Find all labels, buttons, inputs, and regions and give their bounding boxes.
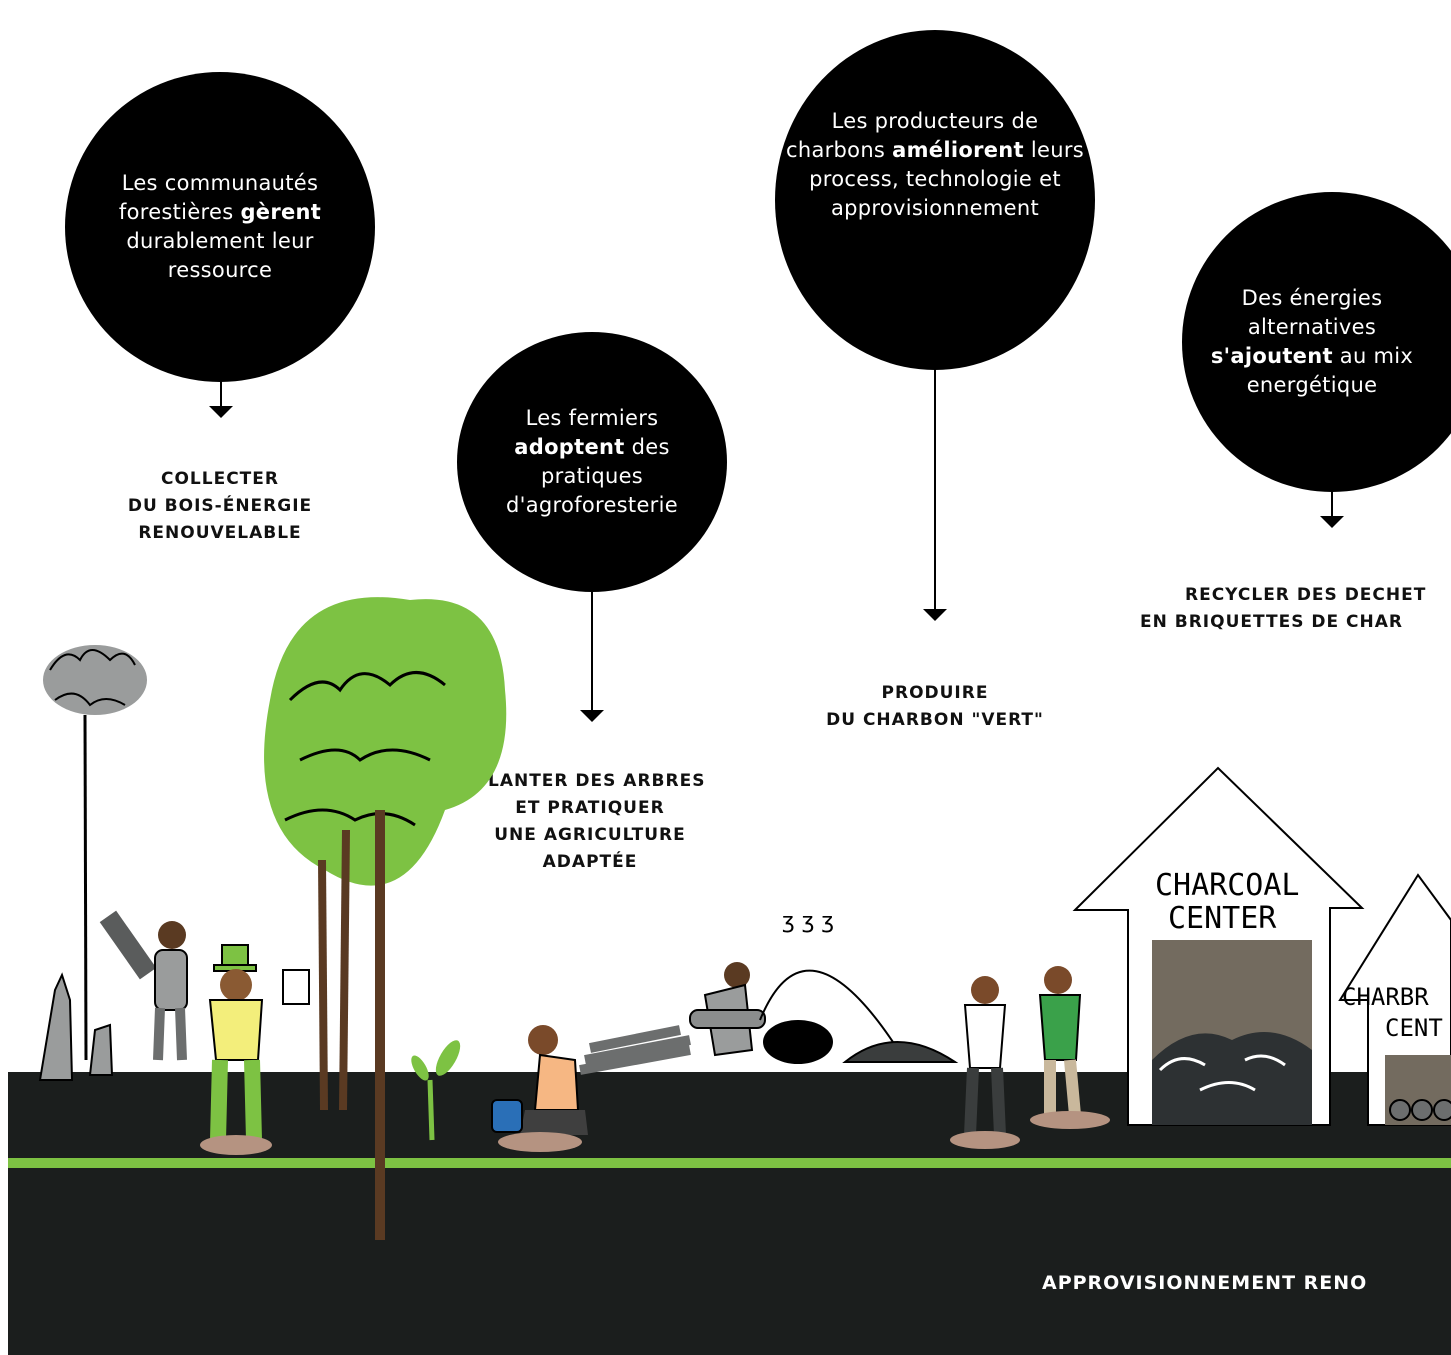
forest-manager-icon (200, 944, 310, 1155)
footer-label: APPROVISIONNEMENT RENO (1042, 1272, 1368, 1294)
stump-icon (88, 1023, 114, 1076)
charcoal-center-building (1072, 766, 1365, 1126)
charcoal-center-label-2: CENTER (1168, 901, 1277, 936)
log-pile-icon (579, 1025, 691, 1075)
stump-icon (38, 972, 74, 1081)
bubble-charcoal-producers: Les producteurs de charbons améliorent l… (775, 30, 1095, 370)
farmer-watering-icon (491, 1025, 588, 1152)
bubble-text-post: leurs process, technologie et approvisio… (809, 138, 1084, 220)
bubble-text-post: des pratiques d'agroforesterie (506, 435, 678, 517)
bubble-text-post: au mix energétique (1246, 344, 1414, 397)
charcoal-pile-icon (842, 1041, 959, 1063)
svg-text:ʒ ʒ ʒ: ʒ ʒ ʒ (782, 909, 834, 934)
arrow-line (1331, 490, 1333, 518)
bubble-text-pre: Les communautés forestières (118, 171, 319, 224)
arrow-head (209, 406, 233, 418)
arrow-head (923, 609, 947, 621)
bubble-text-pre: Des énergies alternatives (1241, 286, 1383, 339)
supply-line (8, 1158, 1451, 1168)
person-white-shirt-icon (950, 976, 1020, 1149)
arrow-line (934, 368, 936, 610)
bubble-text-pre: Les producteurs de charbons (785, 109, 1039, 162)
charbriquette-center-building (1338, 873, 1451, 1126)
charbriquette-label-2: CENT (1385, 1014, 1443, 1042)
charcoal-kiln-icon: ʒ ʒ ʒ (759, 909, 896, 1064)
person-green-shirt-icon (1030, 966, 1110, 1129)
green-tree-icon (264, 597, 507, 1240)
bubble-text-verb: améliorent (892, 138, 1024, 162)
bubble-farmers: Les fermiers adoptent des pratiques d'ag… (457, 332, 727, 592)
bubble-text-verb: adoptent (514, 435, 625, 459)
arrow-head (1320, 516, 1344, 528)
arrow-line (220, 380, 222, 412)
arrow-head (580, 710, 604, 722)
charbriquette-label-1: CHARBR (1342, 983, 1429, 1011)
worker-chainsaw-icon (99, 910, 188, 1061)
seedling-icon (411, 1040, 461, 1141)
charcoal-center-label-1: CHARCOAL (1155, 868, 1300, 903)
bubble-text-verb: s'ajoutent (1210, 344, 1333, 368)
worker-carrying-logs-icon (689, 962, 766, 1057)
bubble-alternative-energies: Des énergies alternatives s'ajoutent au … (1182, 192, 1451, 492)
grey-tree-icon (43, 645, 147, 1061)
bubble-text-post: durablement leur ressource (126, 229, 314, 282)
bubble-text-verb: gèrent (240, 200, 322, 224)
bubble-text-pre: Les fermiers (525, 406, 659, 430)
bubble-forest-communities: Les communautés forestières gèrent durab… (65, 72, 375, 382)
arrow-line (591, 588, 593, 710)
